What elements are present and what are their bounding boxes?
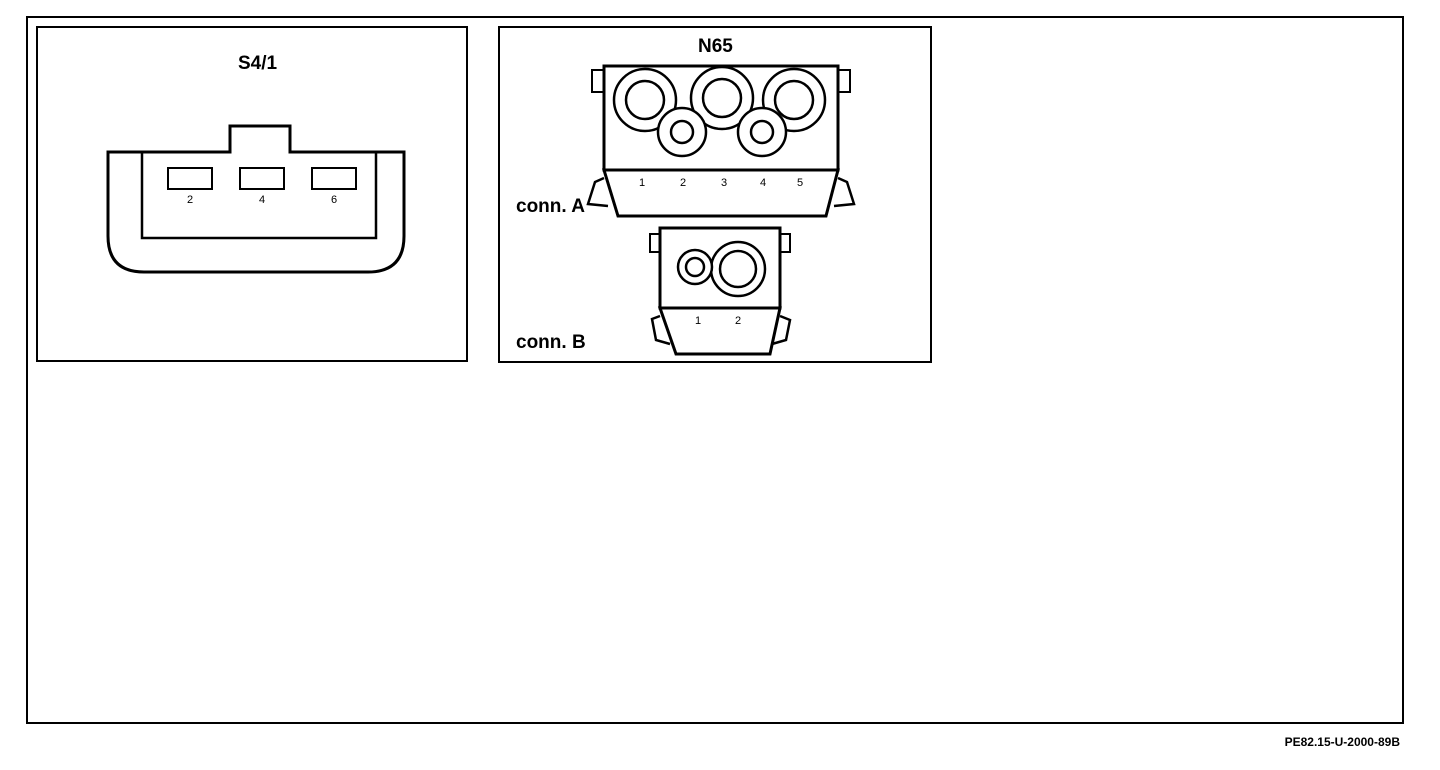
s41-connector-drawing xyxy=(106,124,406,274)
s41-pin-slot-2 xyxy=(167,167,213,190)
conn-a-pin-label-3: 3 xyxy=(720,177,728,189)
conn-a-pin-label-2: 2 xyxy=(679,177,687,189)
conn-b-tab-right xyxy=(771,314,792,346)
conn-a-pin-label-5: 5 xyxy=(796,177,804,189)
conn-b-socket-small xyxy=(684,256,706,278)
s41-pin-label-2: 2 xyxy=(186,194,194,206)
n65-connector-a xyxy=(586,64,856,218)
s41-connector-panel: S4/1 2 4 6 xyxy=(36,26,468,362)
conn-a-latch-right xyxy=(837,69,851,93)
conn-b-base xyxy=(657,306,782,356)
n65-connector-b xyxy=(649,226,792,356)
conn-b-socket-large xyxy=(718,249,758,289)
n65-connector-drawing xyxy=(586,64,856,356)
conn-b-label: conn. B xyxy=(516,332,586,353)
n65-title: N65 xyxy=(698,36,733,57)
s41-connector-cavity xyxy=(140,152,378,240)
conn-a-tab-left xyxy=(586,176,609,208)
conn-a-socket-inner-mid xyxy=(701,77,743,119)
figure-reference-code: PE82.15-U-2000-89B xyxy=(1284,735,1400,749)
s41-pin-label-4: 4 xyxy=(258,194,266,206)
conn-a-socket-small-right xyxy=(749,119,775,145)
conn-b-tab-left xyxy=(650,314,671,346)
conn-a-pin-label-4: 4 xyxy=(759,177,767,189)
conn-a-socket-small-left xyxy=(669,119,695,145)
conn-a-pin-label-1: 1 xyxy=(638,177,646,189)
s41-connector-housing xyxy=(106,124,406,274)
s41-title: S4/1 xyxy=(238,53,278,74)
s41-pin-label-6: 6 xyxy=(330,194,338,206)
diagram-frame xyxy=(26,16,1404,724)
s41-pin-slot-4 xyxy=(239,167,285,190)
conn-b-pin-label-2: 2 xyxy=(734,315,742,327)
conn-a-socket-inner-left xyxy=(624,79,666,121)
conn-a-base xyxy=(601,168,840,218)
n65-connector-panel: N65 1 2 3 4 5 conn. A 1 2 conn. B xyxy=(498,26,932,363)
conn-a-label: conn. A xyxy=(516,196,585,217)
s41-pin-slot-6 xyxy=(311,167,357,190)
conn-a-latch-left xyxy=(591,69,605,93)
conn-b-pin-label-1: 1 xyxy=(694,315,702,327)
conn-a-socket-inner-right xyxy=(773,79,815,121)
conn-a-tab-right xyxy=(833,176,856,208)
